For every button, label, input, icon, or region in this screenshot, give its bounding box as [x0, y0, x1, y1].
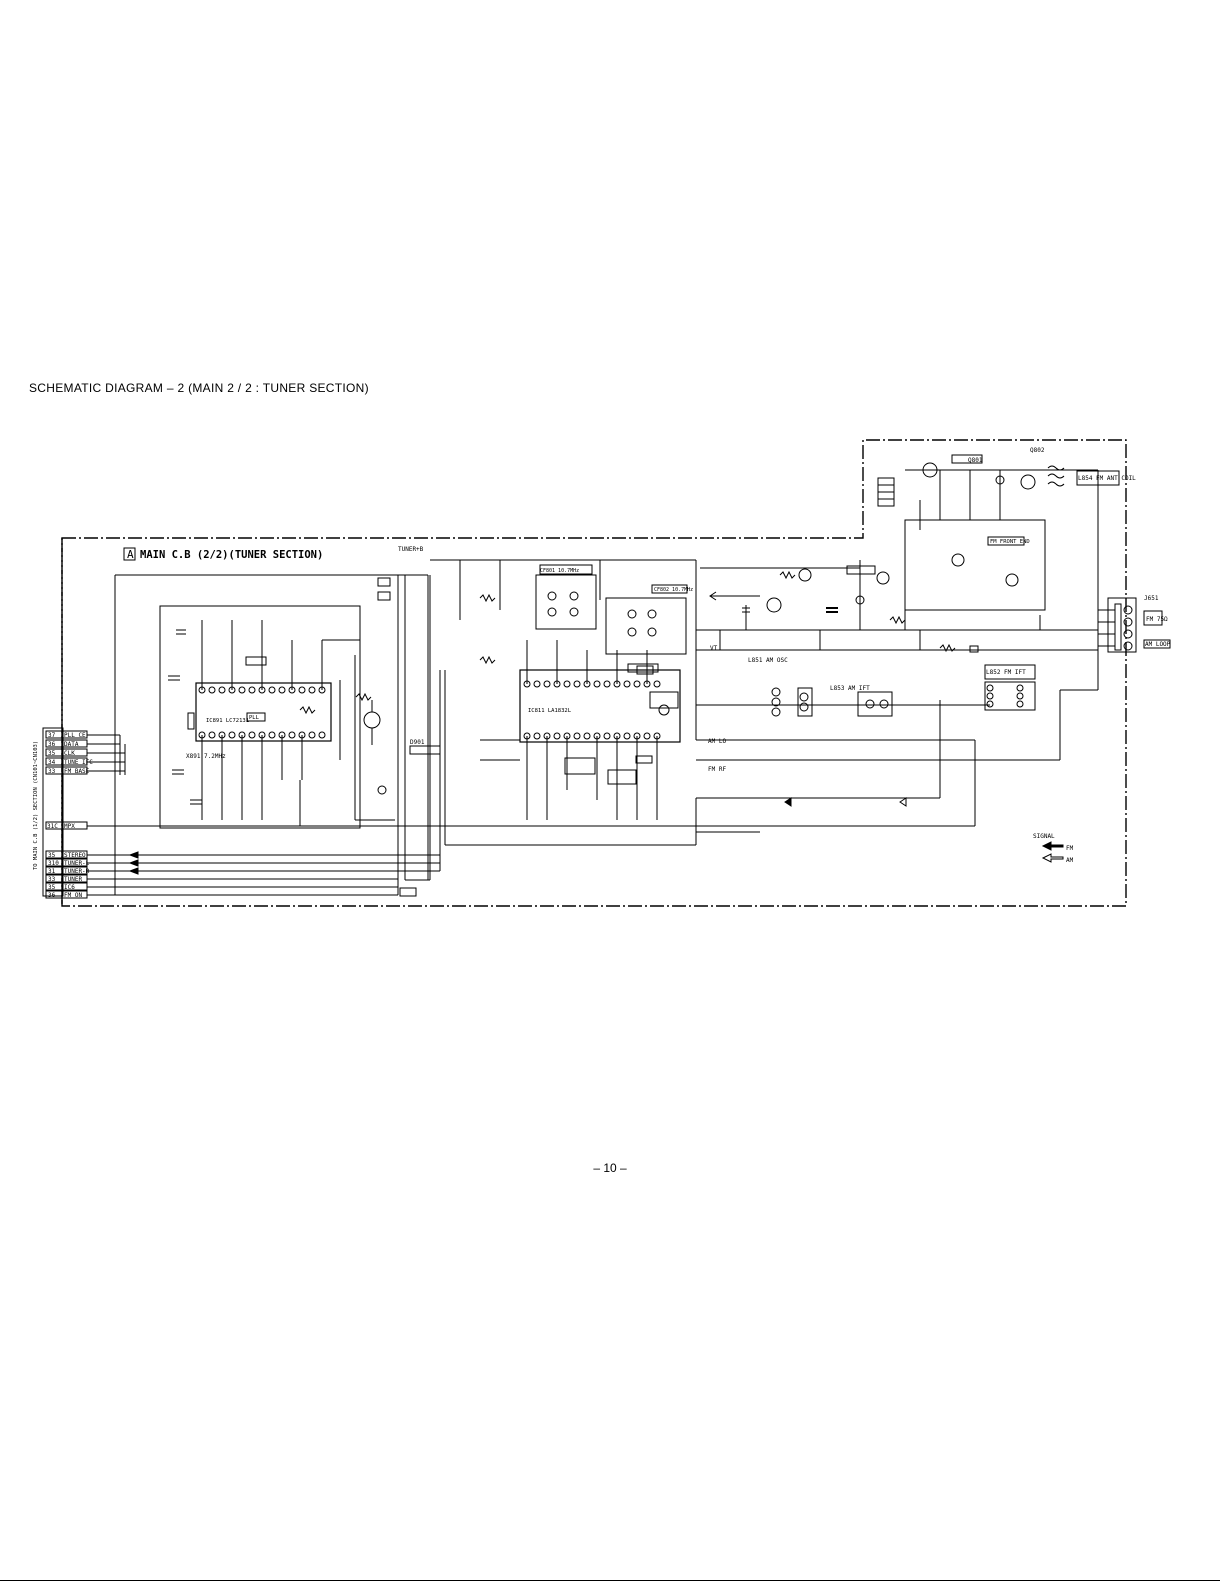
fm-front-end-block	[904, 519, 1046, 611]
antenna-jack	[1107, 597, 1137, 653]
pll-ic	[195, 682, 332, 742]
pll-ic-label: IC891 LC72131	[206, 718, 249, 724]
pin-name: TUNER	[64, 876, 82, 883]
pin-num: 31	[48, 868, 56, 875]
antenna-am-label: AM LOOP	[1145, 641, 1171, 648]
cf802-label: CF802 10.7MHz	[654, 587, 693, 593]
x891-label: X891 7.2MHz	[186, 753, 226, 760]
l851-label: L851 AM OSC	[748, 657, 788, 664]
l852-label: L852 FM IFT	[986, 669, 1026, 676]
signal-legend-am: AM	[1066, 857, 1074, 864]
pin-num: 33	[48, 876, 56, 883]
signal-legend-title: SIGNAL	[1033, 833, 1055, 840]
pin-name: MPX	[64, 823, 75, 830]
board-boundary	[61, 439, 1127, 907]
tuner-plus-label: TUNER+B	[398, 546, 424, 553]
left-connector-upper-pins	[45, 730, 126, 775]
pin-name: FM BASE	[64, 768, 90, 775]
pin-num: 35	[48, 750, 56, 757]
q801-label: Q801	[968, 457, 983, 464]
fm-rf-label: FM RF	[708, 766, 726, 773]
q802-label: Q802	[1030, 447, 1045, 454]
pin-num: 37	[48, 732, 56, 739]
pin-name: PLL CE	[64, 732, 86, 739]
page-title: SCHEMATIC DIAGRAM – 2 (MAIN 2 / 2 : TUNE…	[29, 381, 369, 395]
antenna-jack-label: J651	[1144, 595, 1159, 602]
antenna-fm-label: FM 75Ω	[1146, 616, 1168, 623]
if-ic-label: IC811 LA1832L	[528, 708, 572, 714]
pin-name: TUNE IFC	[64, 759, 93, 766]
am-lo-label: AM LO	[708, 738, 726, 745]
l853-label: L853 AM IFT	[830, 685, 870, 692]
pll-block-label: PLL	[249, 715, 260, 721]
board-marker: A	[127, 548, 134, 561]
signal-legend-fm: FM	[1066, 845, 1074, 852]
pin-num: 36	[48, 892, 56, 899]
vt-label: VT	[710, 645, 718, 652]
pin-name: IC6	[64, 884, 75, 891]
page-number: – 10 –	[593, 1161, 627, 1175]
pin-name: FM ON	[64, 892, 82, 899]
if-ic-pins	[523, 680, 661, 740]
fm-front-end-label: FM FRONT END	[990, 539, 1030, 545]
connector-title: TO MAIN C.B (1/2) SECTION (CN101~CN103)	[33, 741, 39, 870]
pin-num: 33	[48, 768, 56, 775]
board-label: MAIN C.B (2/2)(TUNER SECTION)	[140, 549, 323, 561]
l854-label: L854 FM ANT COIL	[1078, 475, 1136, 482]
pin-num: 36	[48, 741, 56, 748]
pin-name: CLK	[64, 750, 75, 757]
pin-num: 35	[48, 884, 56, 891]
if-ic	[519, 669, 681, 743]
pin-num: 31C	[47, 823, 58, 830]
pin-num: 310	[48, 860, 59, 867]
pin-num: 35	[48, 852, 56, 859]
pin-name: DATA	[64, 741, 79, 748]
pin-name: TUNER-L	[64, 860, 90, 867]
cf801-label: CF801 10.7MHz	[540, 568, 579, 574]
left-connector-lower-pins	[45, 850, 440, 899]
bottom-rule	[0, 1580, 1220, 1581]
pin-num: 34	[48, 759, 56, 766]
d901-label: D901	[410, 739, 425, 746]
pin-name: STEREO	[64, 852, 86, 859]
pin-name: TUNER-R	[64, 868, 90, 875]
